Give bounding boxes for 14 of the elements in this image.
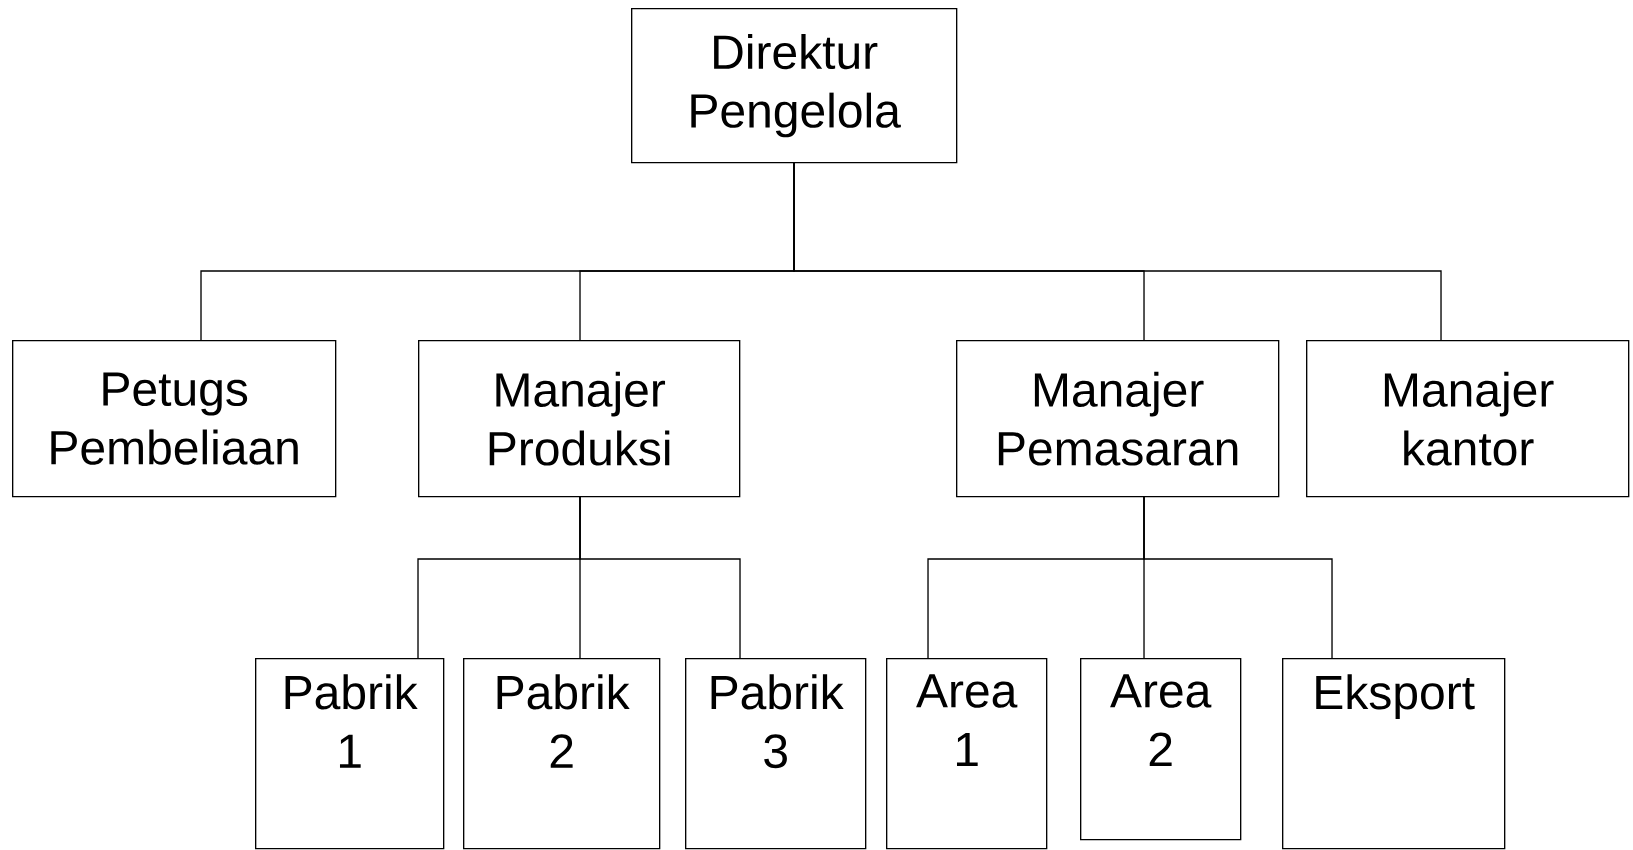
org-box: Area 1 — [886, 658, 1048, 850]
connector-line — [579, 495, 741, 659]
org-box: Pabrik 3 — [685, 658, 867, 850]
org-box: Pabrik 1 — [255, 658, 445, 850]
org-box: Eksport — [1282, 658, 1506, 850]
org-box: Pabrik 2 — [463, 658, 661, 850]
org-box: Petugs Pembeliaan — [12, 340, 337, 498]
connector-line — [1143, 495, 1333, 659]
org-box: Manajer Pemasaran — [956, 340, 1280, 498]
org-box: Manajer Produksi — [418, 340, 741, 498]
org-box: Area 2 — [1080, 658, 1242, 841]
connector-line — [793, 161, 1442, 341]
org-box: Manajer kantor — [1306, 340, 1630, 498]
org-box: Direktur Pengelola — [631, 8, 958, 164]
